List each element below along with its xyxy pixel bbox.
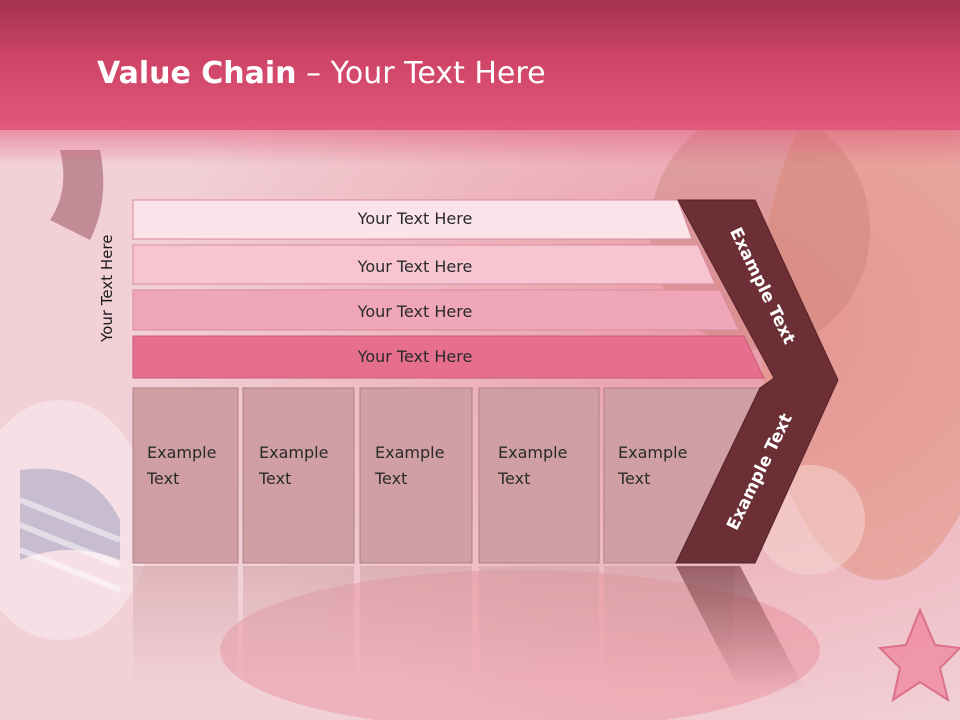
- box-label-2: Example Text: [259, 440, 328, 492]
- box-label-2-line1: Example: [259, 443, 329, 462]
- box-label-2-line2: Text: [259, 469, 292, 488]
- box-label-3-line1: Example: [375, 443, 445, 462]
- activity-box-1[interactable]: [132, 387, 239, 564]
- support-bar-1[interactable]: [132, 199, 693, 240]
- bar-label-3: Your Text Here: [357, 302, 473, 321]
- header-fade: [0, 125, 960, 165]
- box-label-3: Example Text: [375, 440, 444, 492]
- activity-box-4[interactable]: [478, 387, 600, 564]
- bar-label-4: Your Text Here: [357, 347, 473, 366]
- slide-title: Value Chain – Your Text Here: [97, 52, 546, 96]
- bar-label-2: Your Text Here: [357, 257, 473, 276]
- support-bar-4[interactable]: [132, 335, 765, 379]
- activity-box-2[interactable]: [242, 387, 355, 564]
- activity-box-3[interactable]: [359, 387, 473, 564]
- box-label-4-line1: Example: [498, 443, 568, 462]
- header-band: [0, 0, 960, 130]
- box-label-1: Example Text: [147, 440, 216, 492]
- box-label-1-line2: Text: [147, 469, 180, 488]
- box-label-5-line1: Example: [618, 443, 688, 462]
- title-rest: – Your Text Here: [296, 56, 546, 91]
- box-label-5: Example Text: [618, 440, 687, 492]
- box-label-1-line1: Example: [147, 443, 217, 462]
- bar-label-1: Your Text Here: [357, 209, 473, 228]
- support-bar-2[interactable]: [132, 244, 716, 285]
- box-label-4-line2: Text: [498, 469, 531, 488]
- box-label-5-line2: Text: [618, 469, 651, 488]
- margin-chevron[interactable]: [675, 199, 839, 564]
- support-bar-3[interactable]: [132, 289, 740, 331]
- box-label-3-line2: Text: [375, 469, 408, 488]
- box-label-4: Example Text: [498, 440, 567, 492]
- title-bold: Value Chain: [97, 56, 297, 91]
